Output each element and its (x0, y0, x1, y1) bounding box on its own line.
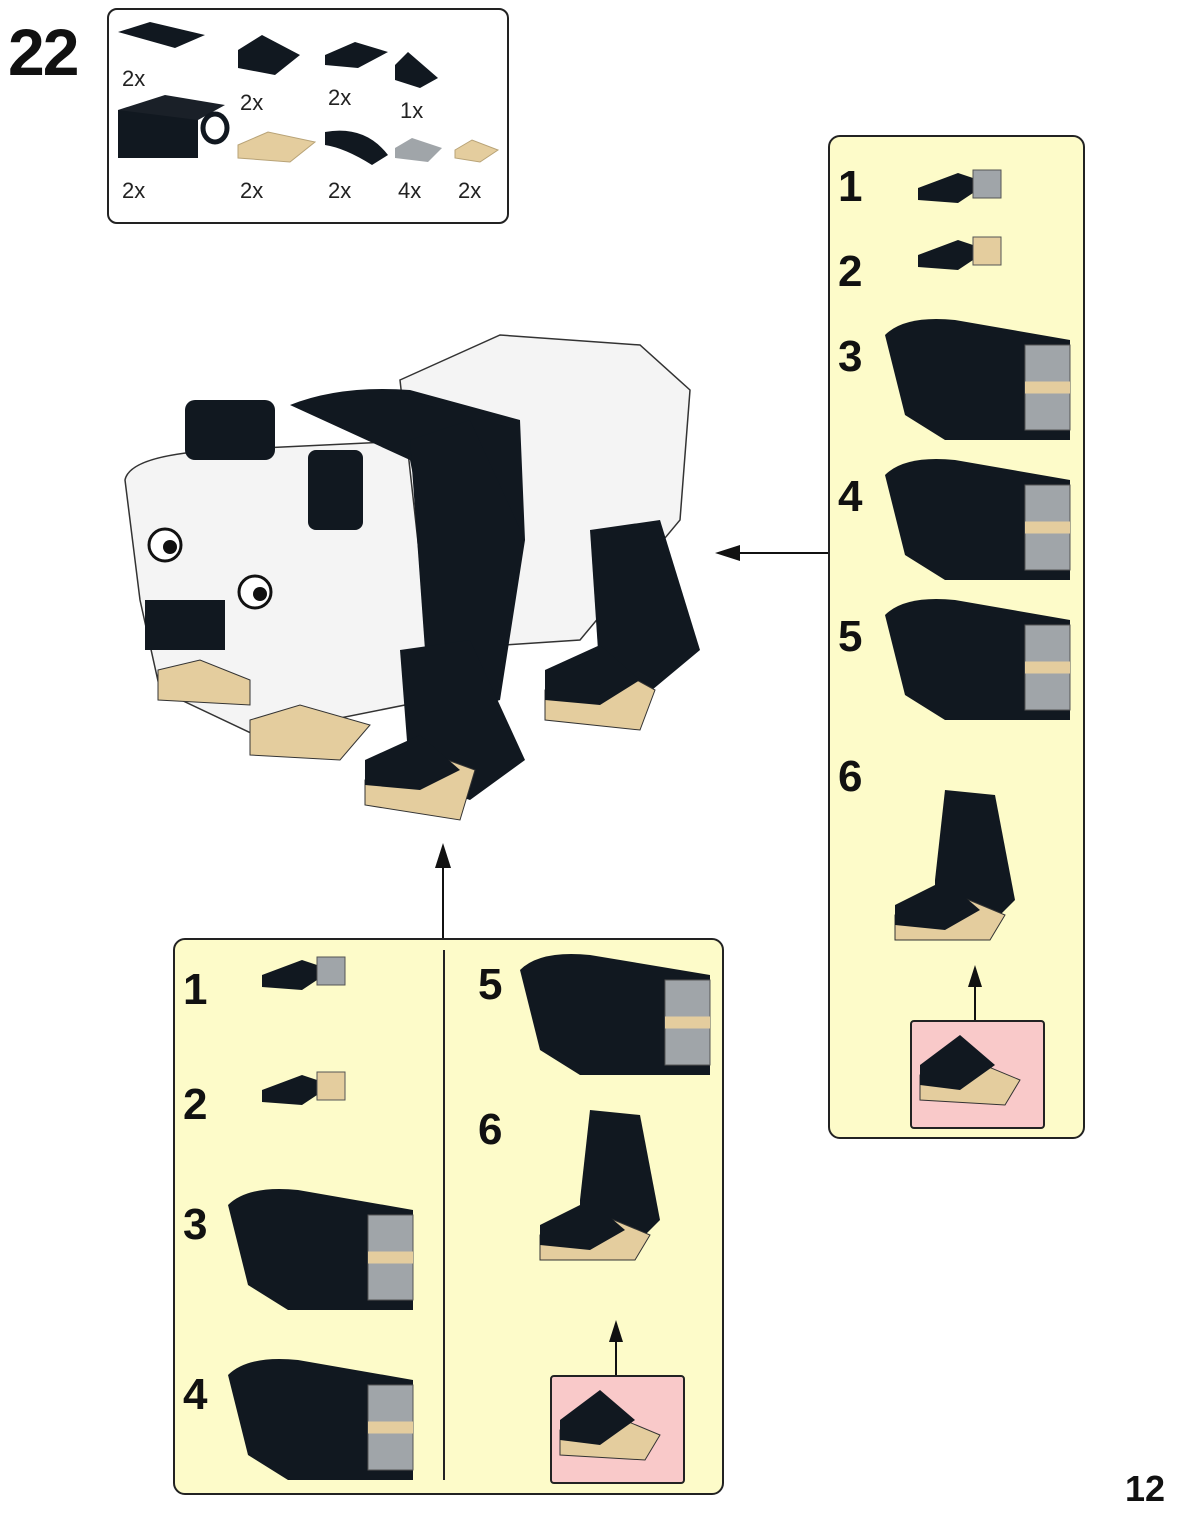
clip-plate (972, 169, 1002, 199)
tan-plate (1025, 521, 1070, 534)
plate-assembly (262, 1075, 332, 1105)
gray-clip-plate (395, 138, 442, 162)
plate-1x2 (325, 42, 388, 68)
tan-plate (1025, 661, 1070, 674)
tan-plate (368, 1251, 413, 1264)
plate-assembly (918, 240, 988, 270)
foot-slope (560, 1390, 635, 1445)
tan-plate-1x1 (454, 139, 500, 163)
slope-small (395, 52, 438, 88)
part-qty: 2x (122, 66, 146, 91)
substep-number: 3 (183, 1200, 208, 1249)
part-qty: 2x (122, 178, 146, 203)
step-number: 22 (8, 15, 79, 89)
arrow-left (715, 545, 828, 561)
substep-number: 1 (838, 162, 863, 211)
arrow-up-head (609, 1320, 623, 1342)
page-number: 12 (1125, 1468, 1166, 1509)
part-qty: 2x (328, 85, 352, 110)
curved-slope (325, 130, 388, 165)
substep-number: 3 (838, 332, 863, 381)
arrow-up (435, 843, 451, 938)
substep-number: 2 (838, 247, 863, 296)
brick-with-clip (118, 95, 230, 158)
substep-number: 6 (478, 1105, 503, 1154)
part-qty: 2x (458, 178, 482, 203)
brick-assembly (885, 599, 1070, 720)
clip-plate (972, 236, 1002, 266)
clip-plate (316, 956, 346, 986)
substep-number: 4 (838, 472, 863, 521)
part-qty: 2x (328, 178, 352, 203)
plate-assembly (262, 960, 332, 990)
foot-slope (895, 880, 980, 930)
brick-assembly (885, 459, 1070, 580)
brick-corner-plate (118, 22, 205, 48)
leg-assembly (580, 1110, 660, 1240)
substep-number: 6 (838, 752, 863, 801)
panda-nose (145, 600, 225, 650)
brick-assembly (520, 954, 710, 1075)
panda-ear (308, 450, 363, 530)
tan-plate (1025, 381, 1070, 394)
foot-slope (540, 1200, 625, 1250)
tan-plate-with-bar (237, 131, 317, 163)
brick-assembly (885, 319, 1070, 440)
foot-slope (920, 1035, 995, 1090)
substep-number: 5 (478, 960, 503, 1009)
substep-number: 2 (183, 1080, 208, 1129)
part-qty: 4x (398, 178, 422, 203)
brick-assembly (228, 1359, 413, 1480)
part-qty: 1x (400, 98, 424, 123)
plate-assembly (918, 173, 988, 203)
part-qty: 2x (240, 178, 264, 203)
panda-model (124, 334, 700, 821)
slope-brick (238, 35, 300, 75)
part-qty: 2x (240, 90, 264, 115)
substep-number: 4 (183, 1370, 208, 1419)
clip-plate (316, 1071, 346, 1101)
arrow-up-head (968, 965, 982, 987)
tan-plate (368, 1421, 413, 1434)
tan-plate (665, 1016, 710, 1029)
substep-number: 1 (183, 965, 208, 1014)
panda-ear (185, 400, 275, 460)
leg-assembly (935, 790, 1015, 920)
callout-divider (443, 950, 445, 1480)
substep-number: 5 (838, 612, 863, 661)
brick-assembly (228, 1189, 413, 1310)
